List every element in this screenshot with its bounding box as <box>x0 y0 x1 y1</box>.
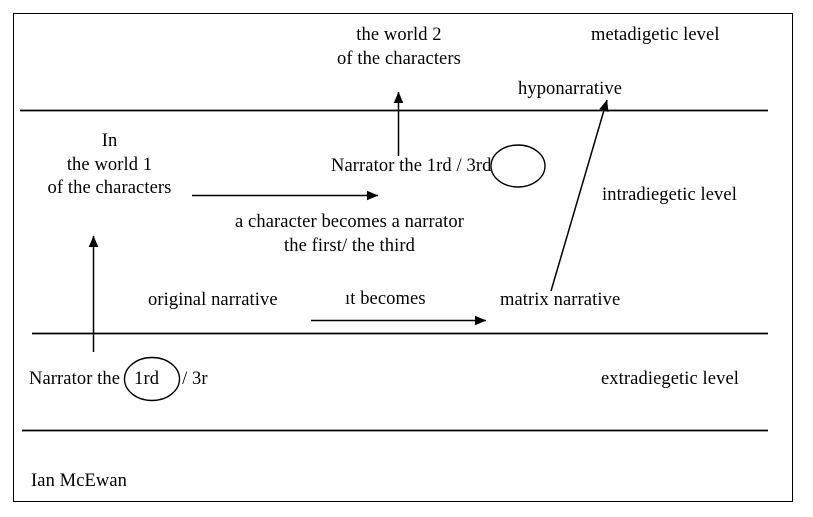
label-intradiegetic-level: intradiegetic level <box>602 185 737 205</box>
label-world-1-line3: of the characters <box>47 178 172 199</box>
label-world-2: the world 2 of the characters <box>337 24 461 71</box>
label-it-becomes: ıt becomes <box>345 289 426 309</box>
label-character-becomes-narrator: a character becomes a narrator the first… <box>208 211 491 258</box>
label-narrator-extradiegetic-circled: 1rd <box>134 369 160 389</box>
label-narrator-intradiegetic-circled: 3rd <box>466 156 492 176</box>
label-narrator-intradiegetic-prefix: Narrator the 1rd / <box>331 156 467 176</box>
label-world-1-line1: In <box>101 131 118 151</box>
label-character-becomes-narrator-line1: a character becomes a narrator <box>235 212 464 232</box>
label-extradiegetic-level: extradiegetic level <box>601 369 740 389</box>
label-world-1-line2: the world 1 <box>66 154 153 175</box>
label-world-2-line1: the world 2 <box>356 25 442 45</box>
label-hyponarrative: hyponarrative <box>518 79 623 99</box>
label-matrix-narrative: matrix narrative <box>500 290 621 310</box>
label-original-narrative: original narrative <box>148 290 278 310</box>
outer-border <box>13 13 793 502</box>
label-narrator-extradiegetic-suffix: / 3r <box>182 369 208 389</box>
label-world-2-line2: of the characters <box>337 48 461 69</box>
label-author: Ian McEwan <box>31 471 128 491</box>
label-narrator-intradiegetic: Narrator the 1rd / 3rd <box>331 155 491 179</box>
label-narrator-extradiegetic: Narrator the 1rd / 3r <box>29 368 208 392</box>
label-character-becomes-narrator-line2: the first/ the third <box>284 235 415 256</box>
label-world-1: In the world 1 of the characters <box>28 130 191 201</box>
label-metadiegetic-level: metadigetic level <box>591 25 720 45</box>
label-narrator-extradiegetic-prefix: Narrator the <box>29 369 121 389</box>
